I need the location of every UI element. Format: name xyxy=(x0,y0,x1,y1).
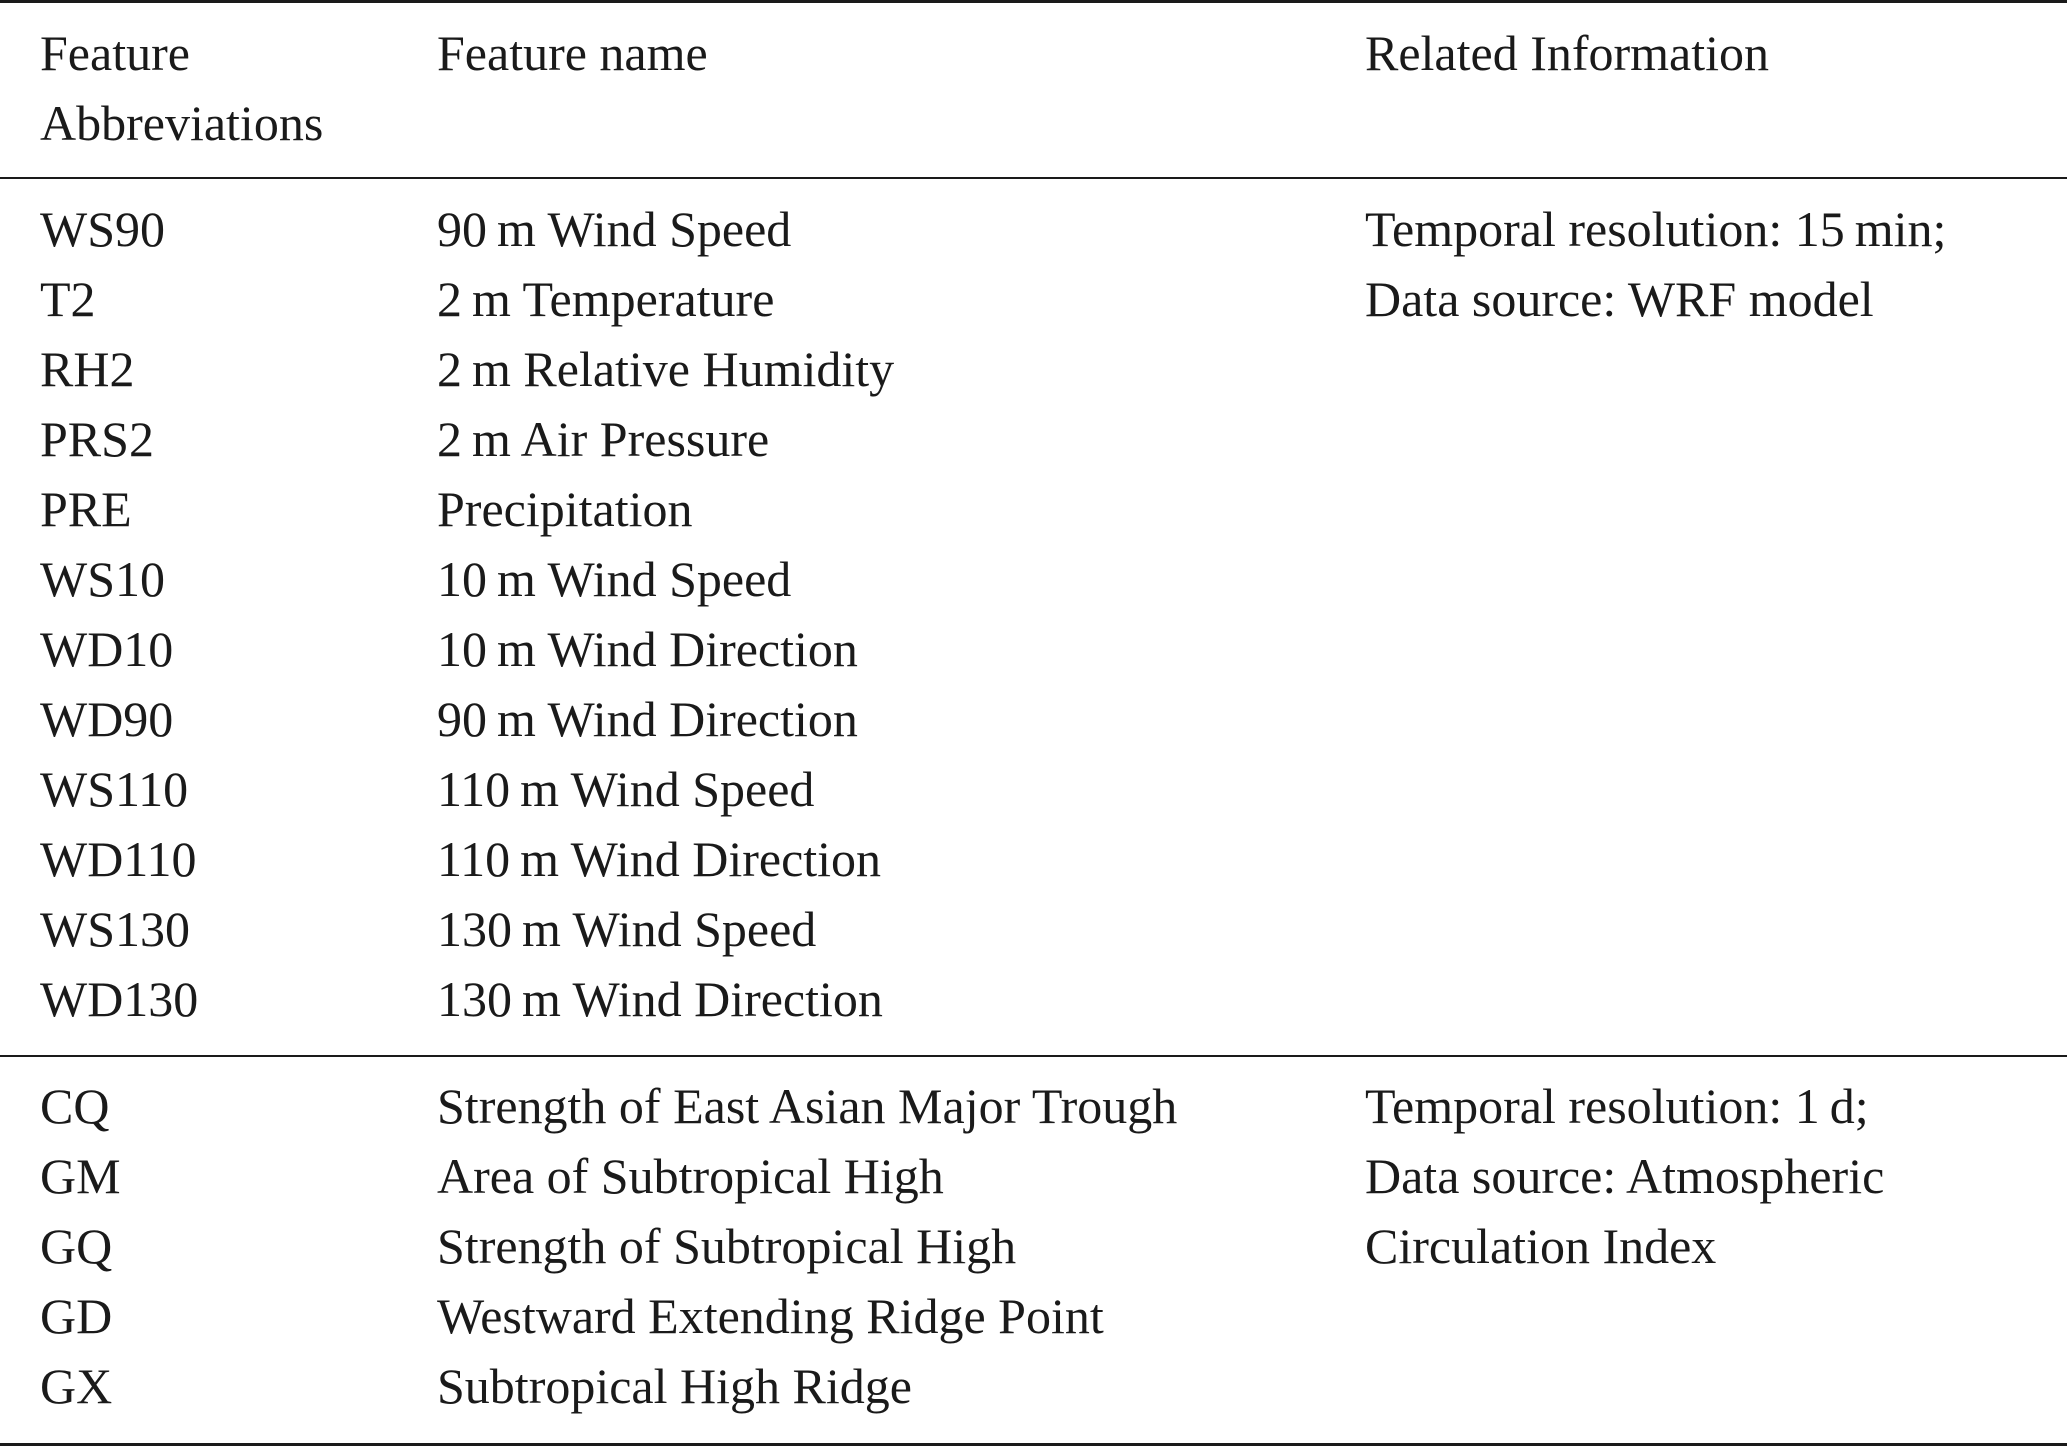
table-row: GM Area of Subtropical High xyxy=(0,1141,2067,1211)
feature-abbr: CQ xyxy=(40,1078,110,1134)
feature-name: 2 m Relative Humidity xyxy=(437,341,895,397)
table-row: PRS2 2 m Air Pressure xyxy=(0,404,2067,474)
table-row: WD110 110 m Wind Direction xyxy=(0,824,2067,894)
feature-name: Area of Subtropical High xyxy=(437,1148,944,1204)
feature-abbr: PRS2 xyxy=(40,411,154,467)
table-row: WD90 90 m Wind Direction xyxy=(0,684,2067,754)
related-info-line: Data source: Atmospheric xyxy=(1365,1148,1885,1204)
feature-abbr: WD10 xyxy=(40,621,174,677)
feature-name: Subtropical High Ridge xyxy=(437,1358,912,1414)
table-row: WD10 10 m Wind Direction xyxy=(0,614,2067,684)
header-feature-abbreviations: Feature Abbreviations xyxy=(40,18,323,158)
related-info-line: Temporal resolution: 15 min; xyxy=(1365,201,1947,257)
table-top-rule xyxy=(0,0,2067,3)
feature-name: 2 m Temperature xyxy=(437,271,775,327)
table-group-rule xyxy=(0,1055,2067,1057)
feature-abbr: RH2 xyxy=(40,341,135,397)
table-group-wrf: WS90 90 m Wind Speed Temporal resolution… xyxy=(0,194,2067,1034)
feature-abbr: PRE xyxy=(40,481,132,537)
table-row: T2 2 m Temperature xyxy=(0,264,2067,334)
related-info-line: Circulation Index xyxy=(1365,1218,1717,1274)
feature-name: Westward Extending Ridge Point xyxy=(437,1288,1104,1344)
feature-abbr: GX xyxy=(40,1358,113,1414)
feature-abbr: WS110 xyxy=(40,761,189,817)
feature-name: 130 m Wind Direction xyxy=(437,971,883,1027)
table-row: WS110 110 m Wind Speed xyxy=(0,754,2067,824)
feature-abbr: WD130 xyxy=(40,971,199,1027)
feature-name: 10 m Wind Direction xyxy=(437,621,858,677)
table-row: GX Subtropical High Ridge xyxy=(0,1351,2067,1421)
feature-abbr: WS90 xyxy=(40,201,165,257)
feature-name: 110 m Wind Speed xyxy=(437,761,815,817)
feature-abbr: GQ xyxy=(40,1218,113,1274)
feature-name: 90 m Wind Speed xyxy=(437,201,792,257)
related-info: Temporal resolution: 1 d; Data source: A… xyxy=(1365,1071,1884,1281)
feature-name: Strength of East Asian Major Trough xyxy=(437,1078,1178,1134)
feature-name: 90 m Wind Direction xyxy=(437,691,858,747)
related-info-line: Temporal resolution: 1 d; xyxy=(1365,1078,1869,1134)
table-row: CQ Strength of East Asian Major Trough T… xyxy=(0,1071,2067,1274)
feature-name: 10 m Wind Speed xyxy=(437,551,792,607)
feature-name: 130 m Wind Speed xyxy=(437,901,817,957)
table-group-circulation: CQ Strength of East Asian Major Trough T… xyxy=(0,1071,2067,1421)
table-row: GD Westward Extending Ridge Point xyxy=(0,1281,2067,1351)
feature-name: 2 m Air Pressure xyxy=(437,411,770,467)
feature-abbr: GM xyxy=(40,1148,121,1204)
header-feature-name: Feature name xyxy=(437,25,708,81)
related-info: Temporal resolution: 15 min; Data source… xyxy=(1365,194,1946,334)
feature-name: 110 m Wind Direction xyxy=(437,831,882,887)
feature-name: Precipitation xyxy=(437,481,693,537)
table-row: WS90 90 m Wind Speed Temporal resolution… xyxy=(0,194,2067,327)
related-info-line: Data source: WRF model xyxy=(1365,271,1874,327)
header-col1-line1: Feature xyxy=(40,25,190,81)
table-row: PRE Precipitation xyxy=(0,474,2067,544)
feature-abbr: WS130 xyxy=(40,901,190,957)
feature-name: Strength of Subtropical High xyxy=(437,1218,1017,1274)
table-header-rule xyxy=(0,177,2067,179)
header-related-information: Related Information xyxy=(1365,25,1770,81)
feature-abbr: WS10 xyxy=(40,551,165,607)
table-bottom-rule xyxy=(0,1443,2067,1446)
feature-abbr: WD90 xyxy=(40,691,174,747)
table-row: RH2 2 m Relative Humidity xyxy=(0,334,2067,404)
table-row: GQ Strength of Subtropical High xyxy=(0,1211,2067,1281)
feature-abbr: GD xyxy=(40,1288,113,1344)
table-row: WD130 130 m Wind Direction xyxy=(0,964,2067,1034)
table-row: WS130 130 m Wind Speed xyxy=(0,894,2067,964)
feature-abbr: T2 xyxy=(40,271,96,327)
table-row: WS10 10 m Wind Speed xyxy=(0,544,2067,614)
header-col1-line2: Abbreviations xyxy=(40,95,324,151)
feature-abbr: WD110 xyxy=(40,831,197,887)
